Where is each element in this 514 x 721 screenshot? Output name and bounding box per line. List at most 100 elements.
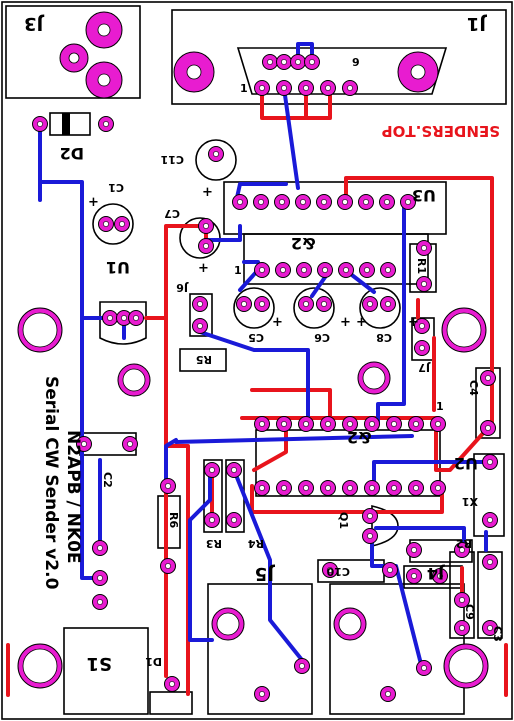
pad-hole-90 — [97, 575, 103, 581]
c11-plus: + — [202, 185, 213, 200]
c6-plus: + — [340, 315, 351, 330]
pad-hole-58 — [321, 301, 327, 307]
pad-hole-42 — [435, 485, 441, 491]
pad-hole-83 — [327, 567, 333, 573]
u3-pin1-label: 1 — [234, 264, 242, 277]
pad-hole-89 — [97, 545, 103, 551]
u2-pin1-label: 1 — [436, 400, 444, 413]
c8-plus: + — [356, 315, 367, 330]
pad-hole-14 — [342, 199, 348, 205]
pad-hole-22 — [343, 267, 349, 273]
c6-label: C6 — [314, 331, 330, 344]
pad-hole-60 — [385, 301, 391, 307]
c2-label: C2 — [101, 472, 114, 488]
d2-label: D2 — [60, 144, 84, 163]
pad-hole-33 — [435, 421, 441, 427]
u3-socket-mark: &2 — [291, 234, 316, 253]
pad-hole-66 — [485, 425, 491, 431]
pad-hole-61 — [421, 245, 427, 251]
pad-hole-24 — [385, 267, 391, 273]
pad-hole-86 — [459, 625, 465, 631]
pad-hole-12 — [300, 199, 306, 205]
pad-hole-35 — [281, 485, 287, 491]
pad-hole-2 — [295, 59, 301, 65]
pad-hole-63 — [419, 323, 425, 329]
db9-pin1-label: 1 — [240, 82, 248, 95]
pad-hole-13 — [321, 199, 327, 205]
pad-hole-65 — [485, 375, 491, 381]
pad-hole-15 — [363, 199, 369, 205]
polarity-marks: + + + + + + + — [88, 185, 419, 330]
c9-label: C9 — [463, 604, 476, 620]
x1-label: X1 — [462, 495, 478, 508]
r6-label: R6 — [167, 512, 180, 528]
c5-label: C5 — [248, 331, 264, 344]
pad-hole-59 — [367, 301, 373, 307]
pad-hole-8 — [347, 85, 353, 91]
pad-hole-19 — [280, 267, 286, 273]
pad-hole-21 — [322, 267, 328, 273]
u2-socket-mark: &2 — [347, 428, 372, 447]
pad-hole-7 — [325, 85, 331, 91]
pad-hole-77 — [367, 513, 373, 519]
pad-hole-92 — [299, 663, 305, 669]
pad-hole-67 — [487, 459, 493, 465]
c3-label: C3 — [491, 626, 504, 642]
pad-hole-47 — [203, 243, 209, 249]
title-line1: Serial CW Sender v2.0 — [41, 376, 61, 590]
pad-hole-17 — [405, 199, 411, 205]
pad-hole-32 — [413, 421, 419, 427]
pad-hole-5 — [281, 85, 287, 91]
u3-label: U3 — [412, 186, 436, 205]
pad-hole-80 — [459, 547, 465, 553]
pad-hole-38 — [347, 485, 353, 491]
db9-pin9-label: 9 — [352, 56, 360, 69]
pad-hole-27 — [303, 421, 309, 427]
pad-hole-88 — [487, 625, 493, 631]
pad-hole-20 — [301, 267, 307, 273]
pad-hole-29 — [347, 421, 353, 427]
pad-hole-78 — [367, 533, 373, 539]
pad-hole-74 — [209, 517, 215, 523]
pad-hole-57 — [303, 301, 309, 307]
c4-label: C4 — [467, 380, 480, 396]
c8-label: C8 — [376, 331, 392, 344]
r2-label: R2 — [456, 537, 472, 550]
c1-plus: + — [88, 195, 99, 210]
pad-hole-64 — [419, 345, 425, 351]
pad-hole-91 — [97, 599, 103, 605]
pad-hole-94 — [259, 691, 265, 697]
pad-hole-39 — [369, 485, 375, 491]
title-line2: N2APB / NK0E — [63, 430, 83, 564]
pad-hole-31 — [391, 421, 397, 427]
pad-hole-37 — [325, 485, 331, 491]
pad-hole-84 — [387, 567, 393, 573]
pad-hole-10 — [258, 199, 264, 205]
pad-hole-71 — [165, 483, 171, 489]
pad-hole-81 — [411, 573, 417, 579]
pad-hole-68 — [487, 517, 493, 523]
pad-hole-49 — [119, 221, 125, 227]
board-file-label: SENDERS.TOP — [382, 122, 500, 140]
j5-label: J5 — [255, 563, 276, 584]
pad-hole-11 — [279, 199, 285, 205]
pad-hole-18 — [259, 267, 265, 273]
pad-hole-70 — [127, 441, 133, 447]
pad-hole-75 — [231, 467, 237, 473]
c11-label: C11 — [161, 153, 184, 166]
pad-hole-30 — [369, 421, 375, 427]
pad-hole-54 — [197, 323, 203, 329]
pad-hole-34 — [259, 485, 265, 491]
small-pads — [32, 54, 498, 702]
pad-hole-51 — [121, 315, 127, 321]
pad-hole-40 — [391, 485, 397, 491]
pad-hole-73 — [209, 467, 215, 473]
pad-hole-23 — [364, 267, 370, 273]
pad-hole-85 — [459, 597, 465, 603]
pad-hole-53 — [197, 301, 203, 307]
j3-label: J3 — [24, 13, 45, 34]
j7-label: J7 — [418, 361, 431, 374]
